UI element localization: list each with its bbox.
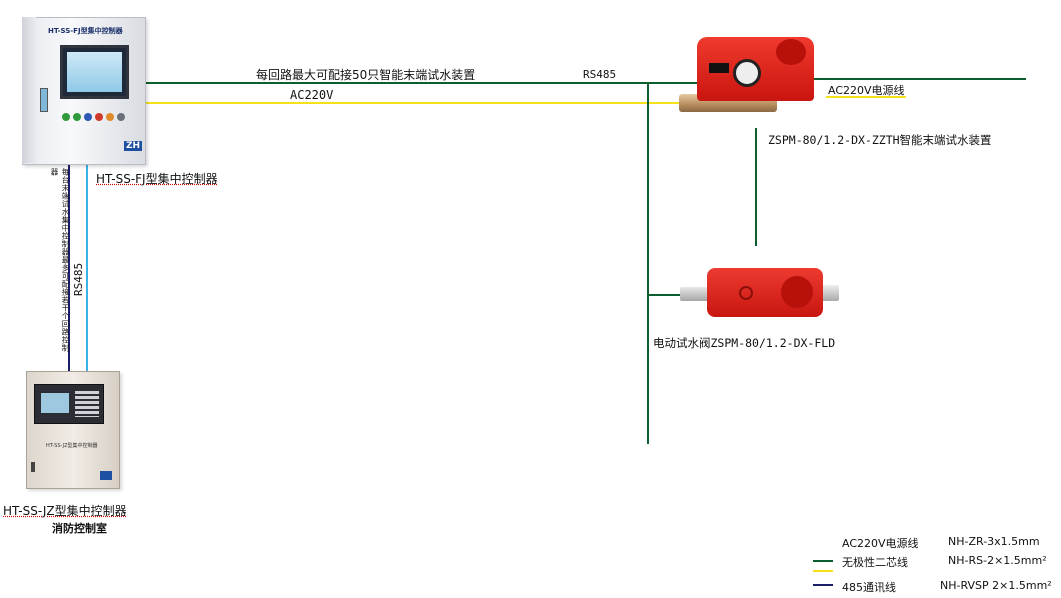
controller2-sub: 消防控制室 <box>52 522 107 535</box>
controller1-button-orange <box>106 113 114 121</box>
device2-pipe-right <box>821 285 839 301</box>
device1-label: ZSPM-80/1.2-DX-ZZTH智能末端试水装置 <box>768 133 992 147</box>
device1-power-label: AC220V电源线 <box>828 84 905 97</box>
rs485-left-label: RS485 <box>72 262 85 296</box>
controller1-label: HT-SS-FJ型集中控制器 <box>96 172 218 186</box>
rs485-bus-line <box>144 82 704 84</box>
trunk-line <box>647 82 649 444</box>
ac220v-top-label: AC220V <box>290 88 334 102</box>
controller1-button-gray <box>117 113 125 121</box>
legend-swatch-green <box>813 560 833 562</box>
legend-spec-2: NH-RVSP 2×1.5mm² <box>940 579 1052 592</box>
legend-spec-1: NH-RS-2×1.5mm² <box>948 554 1047 567</box>
device2-pipe-left <box>680 287 710 301</box>
device-link-line <box>755 128 757 246</box>
ac220v-line <box>144 102 682 104</box>
controller2-panel <box>34 384 104 424</box>
left-cyan-line <box>86 163 88 372</box>
rs485-top-label: RS485 <box>583 68 617 81</box>
controller1-button-green <box>62 113 70 121</box>
device1-body <box>697 37 814 101</box>
controller2-panel-title: HT-SS-JZ型集中控制器 <box>46 443 98 449</box>
branch-line-valve <box>647 294 681 296</box>
controller1-button-green2 <box>73 113 81 121</box>
left-navy-line <box>68 163 70 372</box>
controller1-logo: ZH <box>124 141 143 151</box>
controller2-logo-mark <box>100 471 112 480</box>
power-feed-line <box>814 78 1026 80</box>
legend-label-1: 无极性二芯线 <box>842 556 908 569</box>
controller1-screen <box>60 45 129 99</box>
legend-swatch-yellow <box>813 570 833 572</box>
device2-label: 电动试水阀ZSPM-80/1.2-DX-FLD <box>653 336 836 350</box>
legend-swatch-navy <box>813 584 833 586</box>
top-line-label: 每回路最大可配接50只智能末端试水装置 <box>256 68 476 82</box>
controller1-panel-title: HT-SS-FJ型集中控制器 <box>48 27 123 35</box>
controller1-cabinet-side <box>22 17 36 163</box>
power-label-underline <box>826 96 906 98</box>
device2-body <box>707 268 823 317</box>
legend-spec-0: NH-ZR-3x1.5mm <box>948 535 1040 548</box>
controller2-label: HT-SS-JZ型集中控制器 <box>3 504 127 518</box>
controller1-button-blue <box>84 113 92 121</box>
vertical-note: 每台末端试水集中控制器最多可配接若干个回路控制器 <box>50 168 70 352</box>
controller2-lock <box>31 462 35 472</box>
legend-label-2: 485通讯线 <box>842 581 896 594</box>
legend-label-0: AC220V电源线 <box>842 537 919 550</box>
controller1-button-red <box>95 113 103 121</box>
controller1-indicator <box>40 88 48 112</box>
